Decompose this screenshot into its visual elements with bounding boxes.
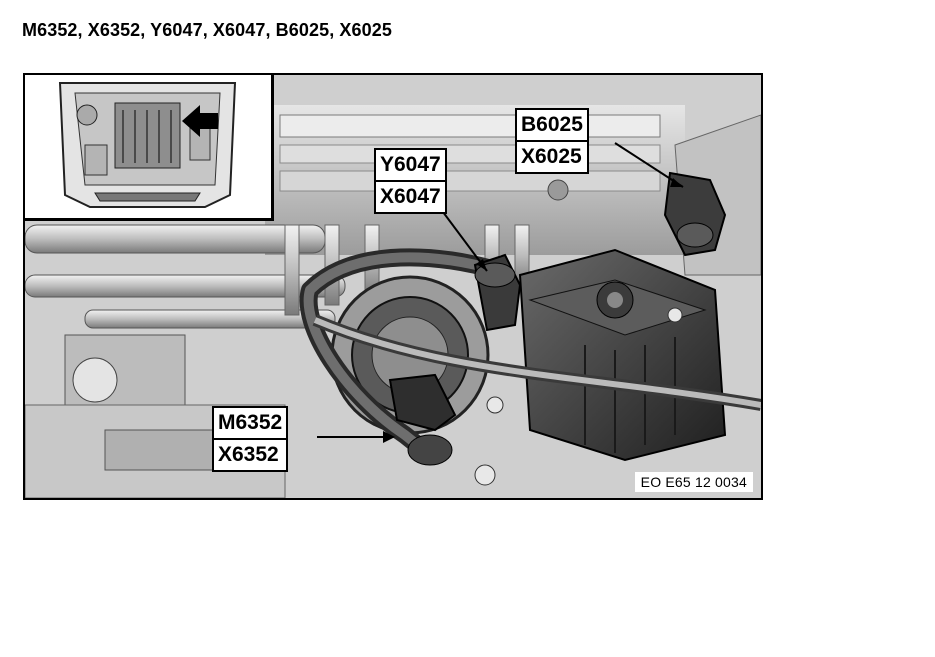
label-y6047-x6047: Y6047 X6047 [374, 148, 447, 214]
vehicle-locator-inset [25, 75, 274, 221]
arrow-left-icon [182, 105, 218, 137]
label-x6047: X6047 [376, 180, 445, 212]
label-m6352-x6352: M6352 X6352 [212, 406, 289, 472]
label-m6352: M6352 [218, 411, 283, 434]
page-title: M6352, X6352, Y6047, X6047, B6025, X6025 [22, 20, 392, 40]
label-x6025: X6025 [517, 140, 587, 172]
label-x6352: X6352 [214, 438, 287, 470]
label-y6047: Y6047 [380, 153, 441, 176]
label-b6025: B6025 [521, 113, 583, 136]
label-b6025-x6025: B6025 X6025 [515, 108, 589, 174]
engine-component-illustration: B6025 X6025 Y6047 X6047 M6352 X6352 EO E… [23, 73, 763, 500]
figure-code: EO E65 12 0034 [634, 472, 753, 492]
vehicle-topview-drawing [25, 75, 271, 218]
leader-lines [317, 142, 684, 443]
